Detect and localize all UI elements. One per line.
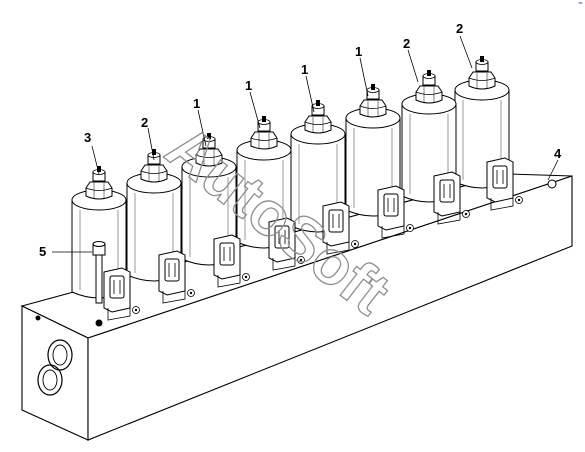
- callout-label: 1: [355, 44, 363, 59]
- callout-label: 1: [245, 78, 253, 93]
- leader-lines: [52, 35, 559, 253]
- corner-mark: ≈: [577, 0, 583, 7]
- callout-label: 1: [301, 62, 309, 77]
- callout-label: 5: [39, 244, 47, 259]
- callout-label: 2: [141, 115, 149, 130]
- callout-label: 2: [403, 36, 411, 51]
- callout-label: 4: [554, 146, 562, 161]
- manifold-ports: [35, 315, 73, 396]
- callout-label: 2: [456, 21, 464, 36]
- cap-screw: [92, 241, 106, 327]
- callout-label: 3: [84, 130, 92, 145]
- callout-label: 1: [193, 96, 201, 111]
